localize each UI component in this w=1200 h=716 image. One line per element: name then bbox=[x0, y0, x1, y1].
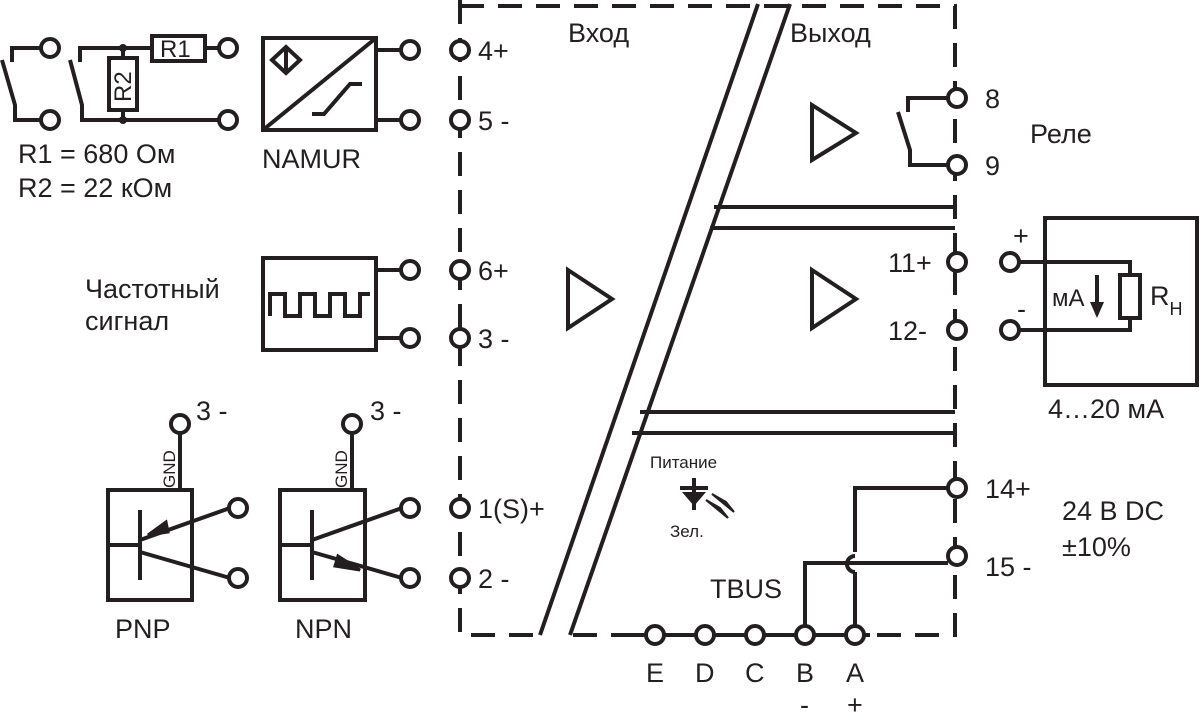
tbus-connector bbox=[620, 624, 870, 646]
terminal-8: 8 bbox=[985, 84, 1000, 114]
tbus-a-sign: + bbox=[847, 690, 863, 716]
load-resistor-circuit bbox=[999, 216, 1199, 387]
tbus-b-sign: - bbox=[800, 690, 809, 716]
tbus-pin-e: E bbox=[646, 658, 664, 688]
namur-sensor bbox=[261, 36, 402, 132]
pnp-label: PNP bbox=[115, 614, 171, 644]
r2-value: R2 = 22 кОм bbox=[18, 173, 172, 203]
relay-label: Реле bbox=[1030, 119, 1092, 149]
frequency-source bbox=[261, 256, 402, 352]
field-terminals bbox=[399, 39, 421, 349]
terminal-11: 11+ bbox=[888, 248, 932, 278]
pnp-gnd-label: GND bbox=[160, 450, 179, 488]
tbus-pin-a: A bbox=[846, 658, 864, 688]
power-led-color: Зел. bbox=[670, 522, 704, 541]
namur-label: NAMUR bbox=[262, 144, 361, 174]
terminal-4: 4+ bbox=[478, 36, 509, 66]
terminal-12: 12- bbox=[888, 316, 927, 346]
terminal-5: 5 - bbox=[478, 106, 510, 136]
pnp-gnd-terminal: 3 - bbox=[196, 396, 228, 426]
current-amplifier-icon bbox=[810, 266, 860, 332]
terminal-9: 9 bbox=[985, 151, 1000, 181]
input-section-label: Вход bbox=[568, 18, 629, 48]
terminal-15: 15 - bbox=[985, 552, 1032, 582]
milliamp-label: мА bbox=[1052, 285, 1085, 312]
npn-gnd-label: GND bbox=[332, 450, 351, 488]
power-wiring bbox=[803, 477, 968, 626]
terminal-3: 3 - bbox=[478, 324, 510, 354]
frequency-label-1: Частотный bbox=[85, 274, 220, 304]
relay-contact bbox=[896, 87, 968, 176]
npn-gnd-terminal: 3 - bbox=[370, 396, 402, 426]
terminal-14: 14+ bbox=[985, 474, 1031, 504]
terminal-1: 1(S)+ bbox=[478, 494, 545, 524]
tbus-pin-d: D bbox=[695, 658, 715, 688]
led-icon bbox=[680, 478, 735, 519]
frequency-label-2: сигнал bbox=[85, 306, 169, 336]
npn-label: NPN bbox=[295, 614, 352, 644]
relay-amplifier-icon bbox=[810, 101, 860, 164]
current-range-label: 4…20 мА bbox=[1048, 394, 1164, 424]
load-minus: - bbox=[1017, 294, 1026, 324]
r2-label: R2 bbox=[110, 71, 137, 102]
npn-transistor: GND bbox=[278, 413, 421, 602]
tbus-pin-c: C bbox=[745, 658, 765, 688]
tbus-label: TBUS bbox=[710, 574, 782, 604]
input-amplifier-icon bbox=[566, 266, 616, 332]
pnp-transistor: GND bbox=[106, 413, 249, 602]
dry-contact-with-resistors: R1 R2 bbox=[68, 34, 239, 131]
r1-label: R1 bbox=[160, 36, 191, 63]
input-terminal-circles bbox=[449, 39, 471, 589]
r1-value: R1 = 680 Ом bbox=[18, 139, 175, 169]
power-tolerance: ±10% bbox=[1062, 532, 1131, 562]
power-voltage: 24 В DC bbox=[1062, 496, 1164, 526]
load-plus: + bbox=[1013, 221, 1029, 251]
power-led-label: Питание bbox=[650, 453, 717, 472]
terminal-6: 6+ bbox=[478, 256, 509, 286]
terminal-2: 2 - bbox=[478, 564, 510, 594]
dry-contact-simple bbox=[0, 37, 61, 131]
load-r-label: RН bbox=[1150, 281, 1183, 319]
module-housing bbox=[458, 0, 957, 637]
output-section-label: Выход bbox=[790, 18, 871, 48]
tbus-pin-b: B bbox=[796, 658, 814, 688]
